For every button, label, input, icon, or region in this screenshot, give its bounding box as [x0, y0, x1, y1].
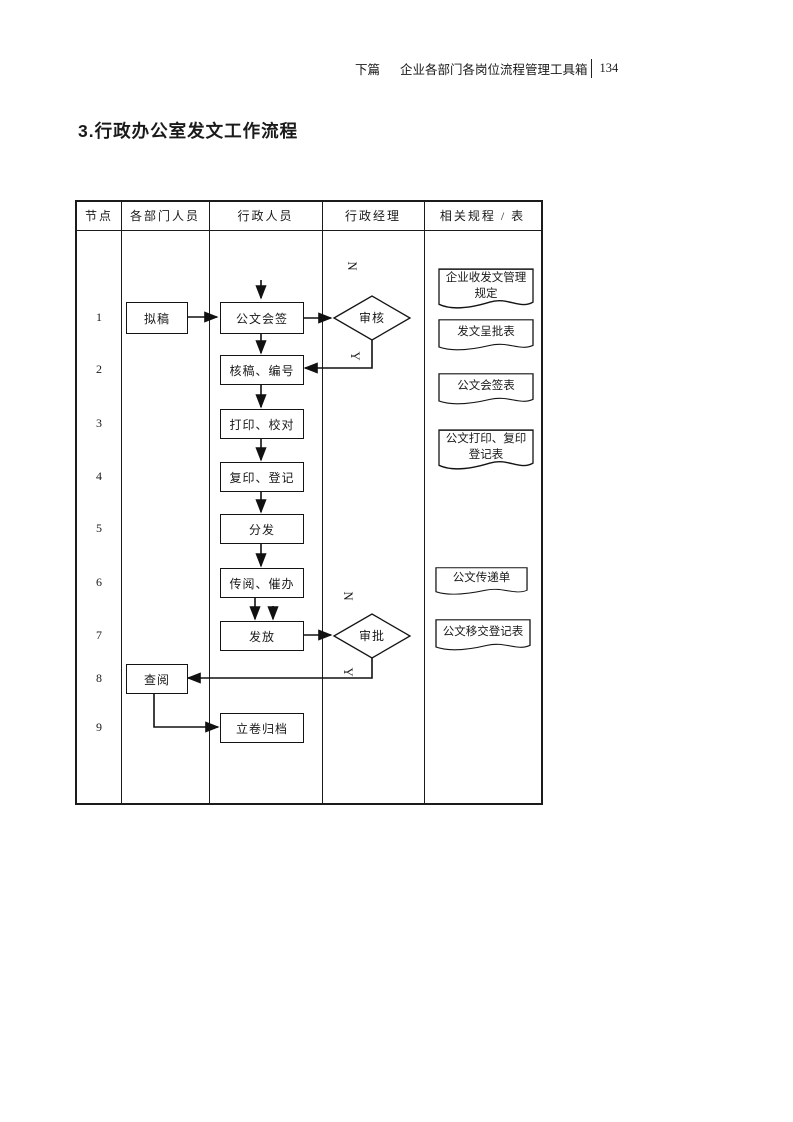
decision-review-label: 审核 [358, 311, 385, 325]
column-header-node: 节点 [84, 209, 113, 223]
document-outline [438, 319, 534, 351]
flowchart-table: 节点 各部门人员 行政人员 行政经理 相关规程 / 表 1 2 3 4 5 6 … [75, 200, 543, 805]
step-countersign-box: 公文会签 [220, 302, 304, 334]
page-number: 134 [590, 58, 618, 78]
column-divider [209, 202, 211, 803]
document-shape-countersign-form: 公文会签表 [438, 373, 534, 407]
step-distribute-box: 分发 [220, 514, 304, 544]
step-circulate-box: 传阅、催办 [220, 568, 304, 598]
node-number-3: 3 [96, 416, 102, 430]
document-shape-transfer-slip: 公文传递单 [435, 567, 528, 597]
node-number-9: 9 [96, 720, 102, 734]
arrow-consult-to-archive [153, 692, 220, 733]
column-divider [322, 202, 324, 803]
step-print-proof-box: 打印、校对 [220, 409, 304, 439]
decision-approve-label: 审批 [358, 629, 385, 643]
document-label: 公文移交登记表 [442, 625, 524, 638]
flow-connectors [153, 280, 412, 733]
branch-label-yes-approve: Y [341, 667, 355, 677]
column-header-admin-manager: 行政经理 [344, 209, 401, 223]
page-header: 下篇 企业各部门各岗位流程管理工具箱 134 [355, 58, 618, 78]
document-label: 公文传递单 [452, 571, 511, 584]
step-archive-box: 立卷归档 [220, 713, 304, 743]
node-number-6: 6 [96, 575, 102, 589]
document-outline [435, 619, 531, 651]
node-number-5: 5 [96, 521, 102, 535]
step-copy-register-box: 复印、登记 [220, 462, 304, 492]
page-title: 3.行政办公室发文工作流程 [78, 121, 299, 141]
node-number-7: 7 [96, 628, 102, 642]
step-consult-box: 查阅 [126, 664, 188, 694]
branch-label-no-review: N [345, 261, 359, 271]
arrow-review-yes-to-check [303, 340, 373, 374]
branch-label-no-approve: N [341, 591, 355, 601]
decision-review-diamond [332, 295, 412, 341]
node-number-2: 2 [96, 362, 102, 376]
column-divider [121, 202, 123, 803]
decision-approve-diamond [332, 613, 412, 659]
node-number-1: 1 [96, 310, 102, 324]
flow-arrows [153, 280, 373, 733]
branch-label-yes-review: Y [348, 351, 362, 361]
document-label: 发文呈批表 [457, 325, 515, 338]
document-shape-approval-form: 发文呈批表 [438, 319, 534, 353]
section-label: 下篇 [355, 62, 381, 77]
step-check-number-box: 核稿、编号 [220, 355, 304, 385]
node-number-4: 4 [96, 469, 102, 483]
book-title: 企业各部门各岗位流程管理工具箱 [400, 62, 588, 77]
document-shape-print-copy-register: 公文打印、复印登记表 [438, 429, 534, 473]
document-outline [438, 268, 534, 309]
column-divider [424, 202, 426, 803]
column-header-admin-staff: 行政人员 [237, 209, 294, 223]
document-label: 公文打印、复印登记表 [445, 432, 527, 461]
step-draft-box: 拟稿 [126, 302, 188, 334]
document-shape-handover-register: 公文移交登记表 [435, 619, 531, 653]
node-number-8: 8 [96, 671, 102, 685]
document-outline [438, 429, 534, 470]
column-header-dept-staff: 各部门人员 [129, 209, 200, 223]
document-outline [435, 567, 528, 595]
arrow-approve-yes-to-consult [186, 658, 373, 684]
document-shape-regulations: 企业收发文管理规定 [438, 268, 534, 312]
document-outline [438, 373, 534, 405]
step-issue-box: 发放 [220, 621, 304, 651]
document-label: 企业收发文管理规定 [445, 271, 527, 300]
document-label: 公文会签表 [457, 379, 515, 392]
header-divider [77, 230, 541, 232]
column-header-related-forms: 相关规程 / 表 [439, 209, 526, 223]
